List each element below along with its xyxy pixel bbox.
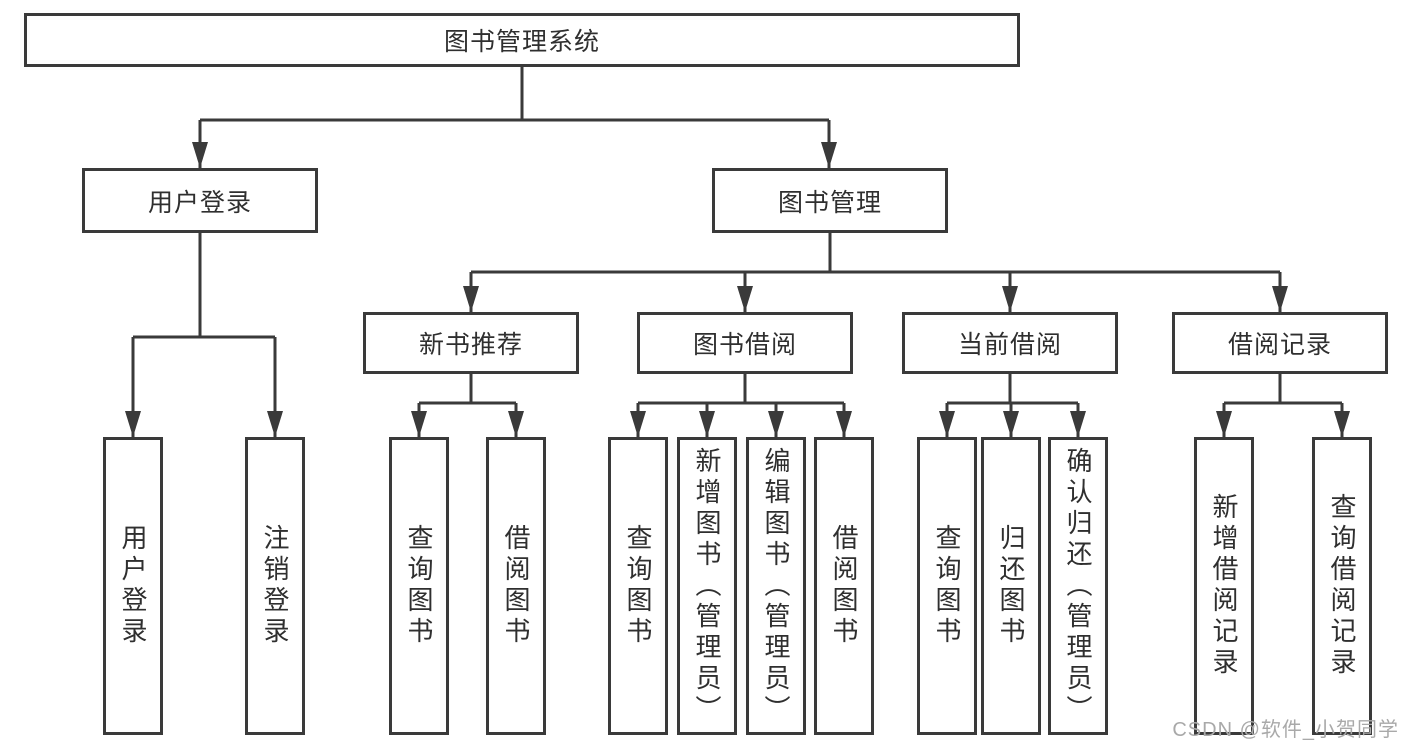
leaf-add-borrow-record: 新增借阅记录 bbox=[1194, 437, 1254, 735]
node-user-login: 用户登录 bbox=[82, 168, 318, 233]
leaf-confirm-return-admin: 确认归还（管理员） bbox=[1048, 437, 1108, 735]
node-book-borrowing: 图书借阅 bbox=[637, 312, 853, 374]
node-root: 图书管理系统 bbox=[24, 13, 1020, 67]
tree-branch-lines bbox=[133, 67, 1342, 405]
leaf-query-borrow-record: 查询借阅记录 bbox=[1312, 437, 1372, 735]
node-new-book-recommendation: 新书推荐 bbox=[363, 312, 579, 374]
leaf-query-books-recommend: 查询图书 bbox=[389, 437, 449, 735]
leaf-edit-books-admin: 编辑图书（管理员） bbox=[746, 437, 806, 735]
leaf-borrow-books-recommend: 借阅图书 bbox=[486, 437, 546, 735]
leaf-borrow-books-borrowing: 借阅图书 bbox=[814, 437, 874, 735]
leaf-query-books-borrowing: 查询图书 bbox=[608, 437, 668, 735]
leaf-return-books: 归还图书 bbox=[981, 437, 1041, 735]
leaf-logout: 注销登录 bbox=[245, 437, 305, 735]
leaf-add-books-admin: 新增图书（管理员） bbox=[677, 437, 737, 735]
node-book-management: 图书管理 bbox=[712, 168, 948, 233]
node-borrowing-records: 借阅记录 bbox=[1172, 312, 1388, 374]
leaf-query-books-current: 查询图书 bbox=[917, 437, 977, 735]
node-current-borrowing: 当前借阅 bbox=[902, 312, 1118, 374]
csdn-watermark: CSDN @软件_小贺同学 bbox=[1172, 719, 1399, 741]
leaf-user-login: 用户登录 bbox=[103, 437, 163, 735]
